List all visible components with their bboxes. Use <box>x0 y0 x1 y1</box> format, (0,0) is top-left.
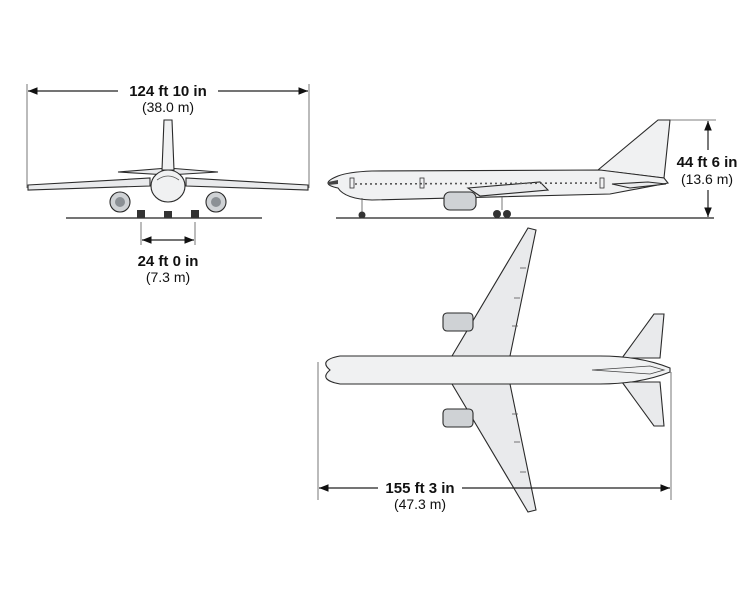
top-left-stabilizer <box>620 313 665 359</box>
side-cabin-windows <box>354 182 601 185</box>
length-imperial-label: 155 ft 3 in <box>385 480 454 497</box>
side-engine <box>443 191 477 211</box>
side-main-wheel-2 <box>503 210 511 218</box>
top-right-stabilizer <box>620 381 665 427</box>
top-right-engine <box>442 408 474 428</box>
front-left-gear <box>137 210 145 218</box>
front-nose-gear <box>164 211 172 218</box>
side-nose-wheel <box>358 211 366 219</box>
side-door-2 <box>419 177 425 189</box>
front-right-gear <box>191 210 199 218</box>
length-metric-label: (47.3 m) <box>394 496 446 512</box>
front-vertical-tail <box>161 119 175 171</box>
top-left-wing <box>451 227 537 357</box>
side-horizontal-stabilizer <box>611 181 667 189</box>
top-tail-cone <box>591 365 666 375</box>
side-view: 44 ft 6 in (13.6 m) <box>327 119 738 219</box>
height-imperial-label: 44 ft 6 in <box>677 154 738 171</box>
gear-track-metric-label: (7.3 m) <box>146 269 190 285</box>
front-right-engine-fan <box>211 197 221 207</box>
height-metric-label: (13.6 m) <box>681 171 733 187</box>
side-main-wheel-1 <box>493 210 501 218</box>
top-left-engine <box>442 312 474 332</box>
top-fuselage <box>325 355 671 385</box>
front-fuselage <box>150 169 186 203</box>
gear-track-imperial-label: 24 ft 0 in <box>138 253 199 270</box>
side-vertical-tail <box>596 119 671 179</box>
front-left-wing <box>27 177 151 191</box>
side-door-1 <box>349 177 355 189</box>
front-view: 124 ft 10 in (38.0 m) 24 ft 0 in (7.3 m) <box>26 83 310 285</box>
front-left-engine-fan <box>115 197 125 207</box>
front-cockpit-window <box>156 175 180 181</box>
front-right-wing <box>185 177 309 191</box>
top-flap-marks <box>512 267 526 473</box>
top-right-wing <box>451 383 537 513</box>
top-view: 155 ft 3 in (47.3 m) <box>317 227 672 513</box>
side-door-3 <box>599 177 605 189</box>
wingspan-imperial-label: 124 ft 10 in <box>129 83 207 100</box>
wingspan-metric-label: (38.0 m) <box>142 99 194 115</box>
side-cockpit-window <box>328 180 338 185</box>
